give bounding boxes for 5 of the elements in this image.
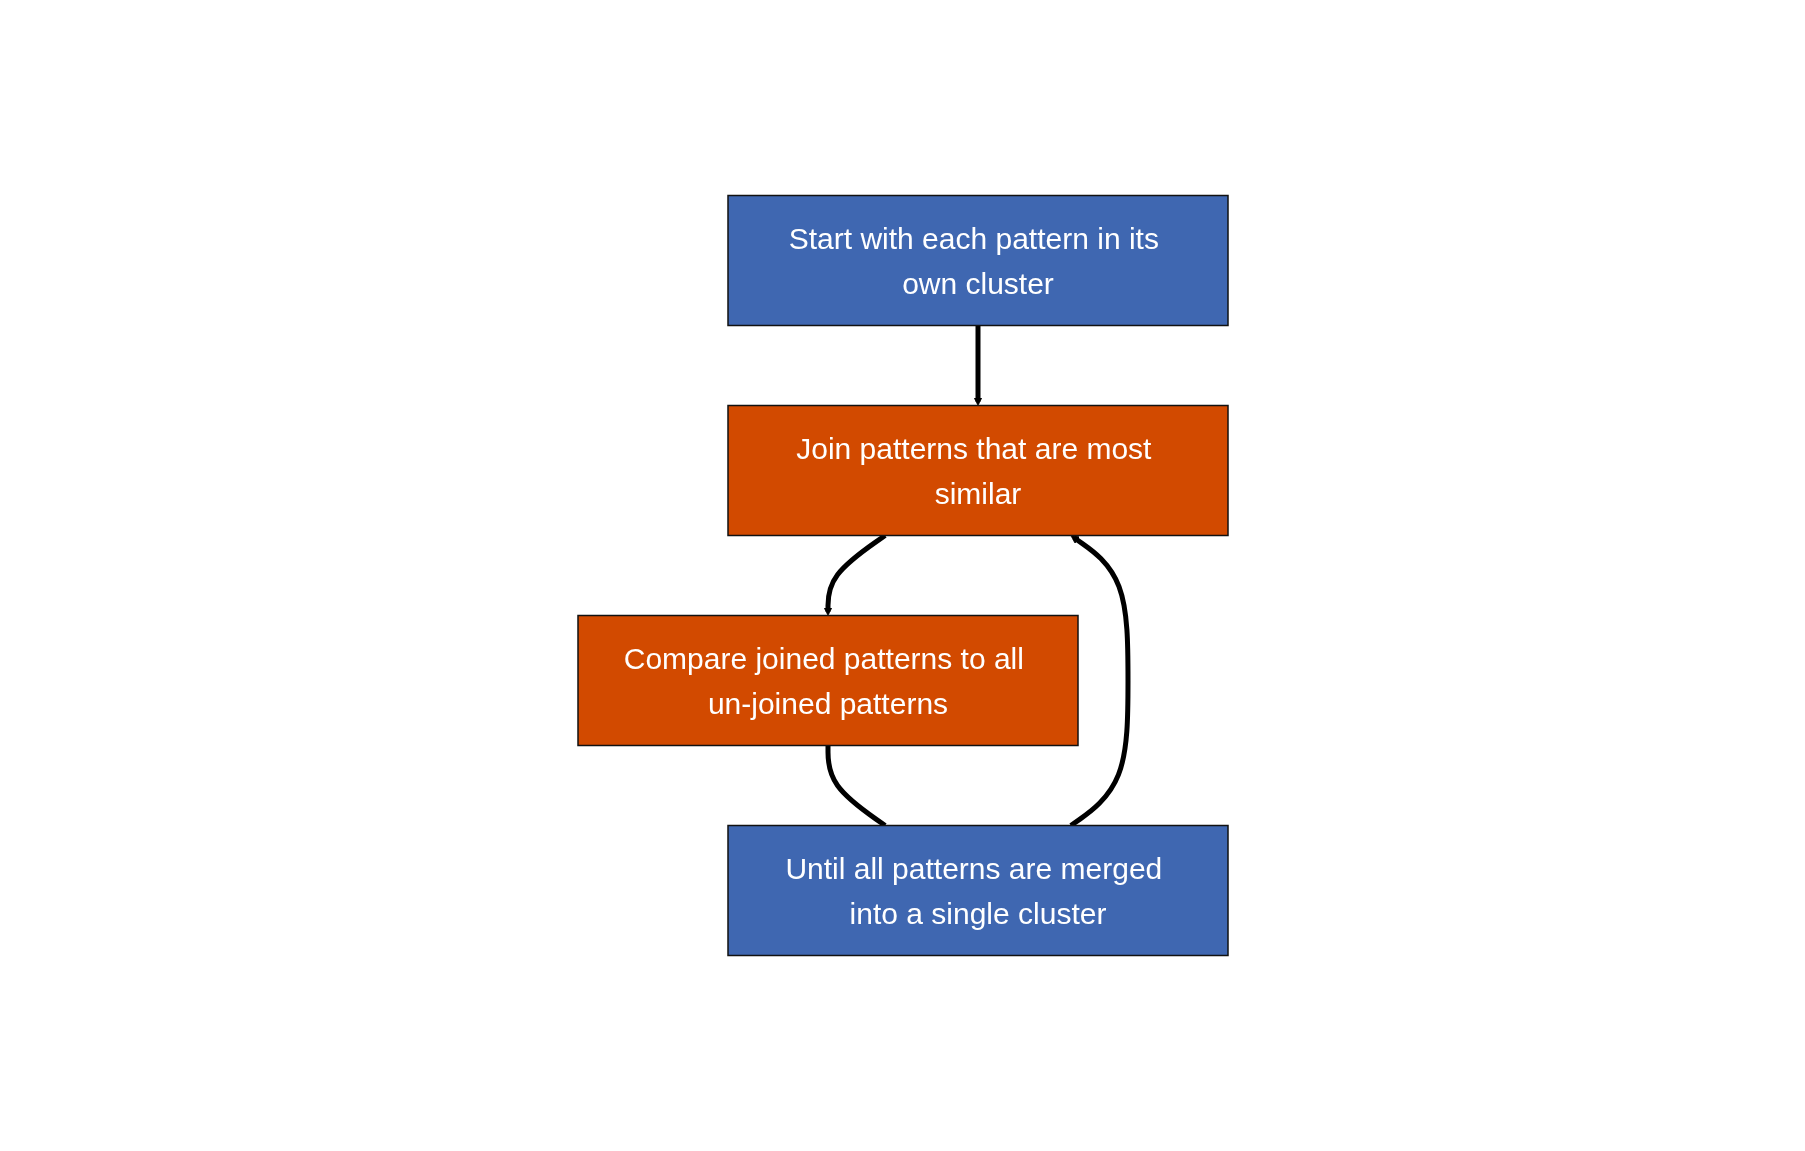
- node-box: Until all patterns are merged into a single cluster: [726, 824, 1229, 957]
- node-box: Join patterns that are most similar: [726, 404, 1229, 537]
- node-box: Compare joined patterns to all un-joined patterns: [576, 614, 1079, 747]
- node-box: Start with each pattern in its own cluster: [726, 194, 1229, 327]
- arrow: [973, 325, 982, 406]
